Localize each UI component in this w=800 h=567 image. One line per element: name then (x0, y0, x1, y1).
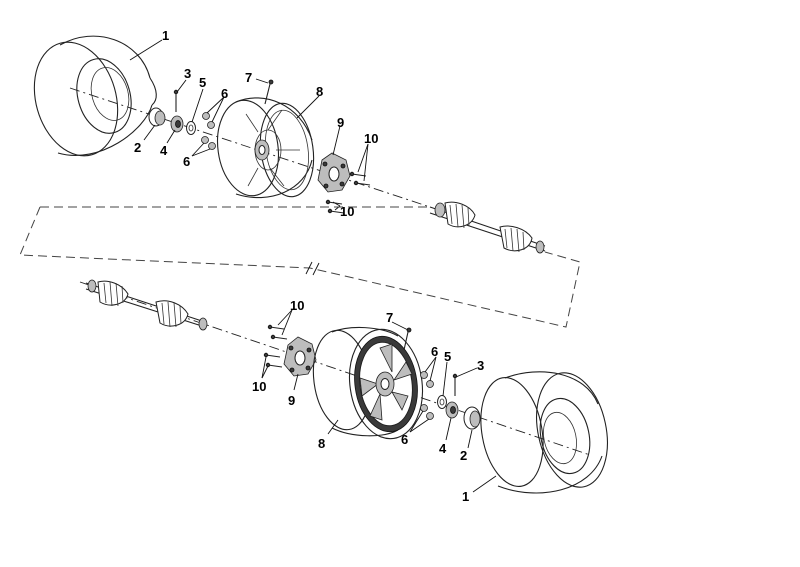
upper-callout-pin: 3 (184, 66, 191, 81)
upper-assembly: 1 2 3 4 5 6 6 7 8 9 10 10 (33, 28, 546, 254)
lower-cap (463, 406, 481, 430)
upper-callout-nut: 4 (160, 143, 168, 158)
lower-callout-cap: 2 (460, 448, 467, 463)
upper-cotter-pin (173, 89, 179, 112)
upper-callout-bolts-a: 10 (364, 131, 378, 146)
upper-callout-lug-nuts-a: 6 (221, 86, 228, 101)
upper-callouts: 1 2 3 4 5 6 6 7 8 9 10 10 (134, 28, 378, 219)
upper-castle-nut (170, 115, 184, 133)
upper-rim (217, 97, 315, 199)
lower-drive-shaft (85, 279, 208, 331)
upper-axis-line (69, 87, 431, 208)
upper-callout-valve: 7 (245, 70, 252, 85)
lower-callout-valve: 7 (386, 310, 393, 325)
lower-hub-bolts (263, 324, 288, 368)
lower-lug-nuts (420, 371, 434, 420)
upper-washer (186, 121, 196, 135)
lower-callout-tire: 1 (462, 489, 469, 504)
upper-hub (317, 152, 351, 193)
upper-drive-shaft (429, 201, 546, 254)
lower-castle-nut (445, 401, 459, 419)
lower-washer (437, 395, 447, 409)
lower-callout-hub: 9 (288, 393, 295, 408)
upper-hub-bolts (325, 171, 371, 214)
upper-callout-lug-nuts-b: 6 (183, 154, 190, 169)
upper-callout-tire: 1 (162, 28, 169, 43)
lower-hub (283, 336, 317, 377)
lower-leader-lines (261, 309, 497, 493)
lower-tire (480, 371, 608, 494)
lower-callouts: 10 10 9 8 7 6 6 5 3 4 2 1 (252, 298, 484, 504)
upper-callout-cap: 2 (134, 140, 141, 155)
upper-callout-hub: 9 (337, 115, 344, 130)
upper-valve-stem (264, 79, 274, 105)
upper-callout-bolts-b: 10 (340, 204, 354, 219)
lower-callout-bolts-b: 10 (252, 379, 266, 394)
shaft-connector-outline (19, 206, 581, 328)
lower-callout-bolts-a: 10 (290, 298, 304, 313)
lower-rim (312, 326, 424, 440)
lower-callout-lug-nuts-a: 6 (431, 344, 438, 359)
lower-callout-washer: 5 (444, 349, 451, 364)
lower-callout-nut: 4 (439, 441, 447, 456)
upper-callout-washer: 5 (199, 75, 206, 90)
upper-tire (33, 35, 157, 157)
lower-callout-rim: 8 (318, 436, 325, 451)
lower-cotter-pin (452, 373, 458, 396)
lower-assembly: 10 10 9 8 7 6 6 5 3 4 2 1 (79, 279, 608, 504)
upper-callout-rim: 8 (316, 84, 323, 99)
upper-lug-nuts (201, 112, 216, 150)
upper-leader-lines (129, 39, 369, 211)
lower-callout-lug-nuts-b: 6 (401, 432, 408, 447)
upper-cap (148, 107, 166, 127)
lower-callout-pin: 3 (477, 358, 484, 373)
